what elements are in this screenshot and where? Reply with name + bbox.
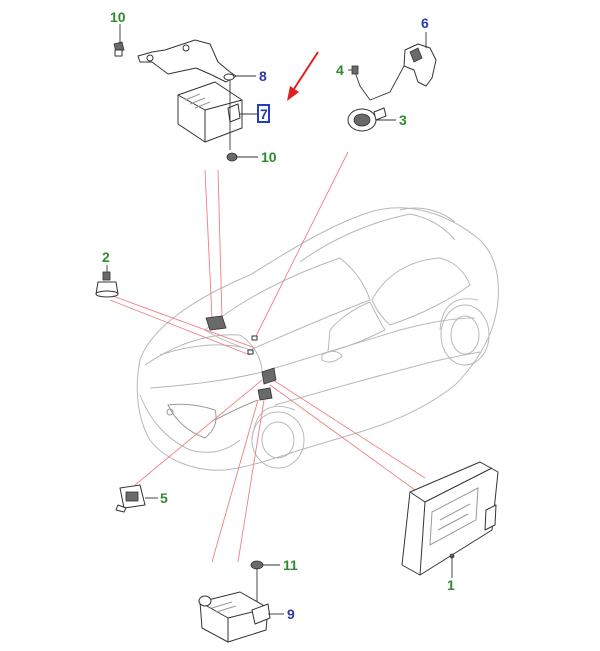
callout-3: 3: [399, 112, 407, 128]
callout-2: 2: [102, 249, 110, 265]
callout-8: 8: [259, 68, 267, 84]
sensor-part-2: [95, 271, 119, 298]
car-mounted-parts: [205, 315, 277, 401]
callout-10-bottom: 10: [261, 149, 277, 165]
guide-lines: [109, 151, 426, 563]
callout-9: 9: [287, 606, 295, 622]
module-assembly-7: [113, 39, 243, 162]
callout-7-highlight-box: [257, 104, 270, 123]
callout-1: 1: [447, 577, 455, 593]
callout-6: 6: [421, 15, 429, 31]
ecu-part-1: [401, 461, 499, 576]
callout-7: 7: [260, 106, 268, 122]
callout-5: 5: [160, 490, 168, 506]
bolt-icon: [250, 560, 264, 605]
nut-icon: [226, 152, 238, 162]
callout-labels: 10 8 7 10 6 4 3 2 5 1 11 9: [102, 9, 455, 622]
callout-10-top: 10: [110, 9, 126, 25]
switch-part-5: [115, 484, 146, 513]
vehicle-outline: [136, 207, 499, 471]
callout-4: 4: [336, 62, 344, 78]
leader-lines: [106, 24, 453, 615]
module-part-9: [198, 560, 271, 643]
bolt-icon: [113, 41, 125, 57]
callout-11: 11: [283, 557, 298, 573]
sensor-assembly-3: [347, 43, 437, 132]
red-arrow-icon: [287, 51, 319, 101]
